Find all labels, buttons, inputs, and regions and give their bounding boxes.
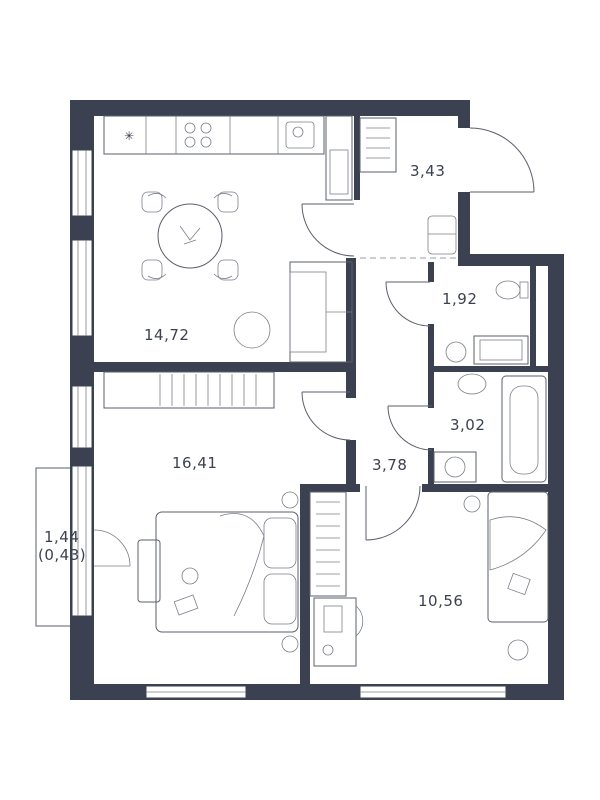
entrance-door [469,127,535,193]
label-living: 16,41 [172,454,217,472]
label-bedroom: 10,56 [418,592,463,610]
svg-text:✳: ✳ [124,129,135,143]
label-hall-small: 3,43 [410,162,445,180]
living-wardrobe [103,371,275,409]
doors [301,203,458,541]
balcony [35,467,131,627]
label-toilet: 1,92 [442,290,477,308]
bathroom-fixtures [433,373,547,483]
label-corridor: 3,78 [372,456,407,474]
desk [313,597,364,667]
label-bathroom: 3,02 [450,416,485,434]
room-labels: 14,72 3,43 1,92 3,02 3,78 16,41 10,56 1,… [38,162,485,610]
dining-table [141,191,239,281]
hall-wardrobe [359,117,457,255]
toilet [445,280,529,365]
label-balcony: 1,44 [44,528,79,546]
sofa [233,261,353,363]
kitchen-counter: ✳ [103,115,353,201]
label-balcony-coef: (0,43) [38,546,86,564]
bedroom-wardrobe [309,491,347,597]
double-bed [137,491,299,653]
walls [70,100,564,700]
label-kitchen: 14,72 [144,326,189,344]
wardrobe-slats [159,374,257,406]
single-bed [463,491,549,661]
windows [71,149,507,699]
